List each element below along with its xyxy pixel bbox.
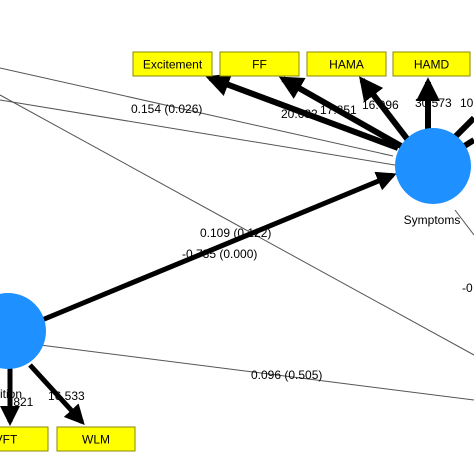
path-arrow-cognition-to-symptoms [41,171,397,323]
indicator-label: FF [252,58,267,72]
path-line-top-left-to-symptoms [0,67,394,157]
loading-arrow-excitement [205,73,400,151]
path-coef-right-partial: -0 [462,281,473,295]
loading-arrow-wlm [28,363,85,425]
path-line-upper-left-to-symptoms [0,99,396,166]
construct-symptoms [395,128,471,204]
indicator-label: HAMD [414,58,450,72]
path-line-cognition-to-right [39,344,474,401]
path-coef-mid: 0.109 (0.122) [200,226,271,240]
loading-value-partial: 10 [460,96,474,110]
construct-cognition [0,293,46,369]
loading-value-excitement: 20.632 [281,107,318,121]
indicator-label: VFT [0,433,18,447]
construct-symptoms-label: Symptoms [404,213,461,227]
loading-arrow-ff [278,76,403,149]
loading-value-hama: 16.096 [362,98,399,112]
loading-value-hamd: 30.573 [415,96,452,110]
path-line-diagonal-to-lower-right [0,94,474,356]
construct-cognition-label: ition [0,387,22,401]
path-coef-cognition-symptoms: -0.735 (0.000) [182,247,257,261]
loading-arrow-hama [359,76,411,142]
indicator-hamd: HAMD [392,51,471,77]
indicator-label: WLM [82,433,110,447]
path-coef-top-left: 0.154 (0.026) [131,102,202,116]
indicator-label: HAMA [329,58,364,72]
indicator-ff: FF [219,51,300,77]
path-coef-cognition-right: 0.096 (0.505) [251,368,322,382]
loading-value-ff: 17.851 [320,103,357,117]
loading-value-wlm: 16.533 [48,389,85,403]
indicator-vft: VFT [0,426,49,452]
loading-value-vft: .821 [10,395,34,409]
indicator-hama: HAMA [306,51,387,77]
indicator-wlm: WLM [56,426,136,452]
path-line-symptoms-to-lower-right [454,209,474,236]
indicator-excitement: Excitement [132,51,213,77]
indicator-label: Excitement [143,58,203,72]
